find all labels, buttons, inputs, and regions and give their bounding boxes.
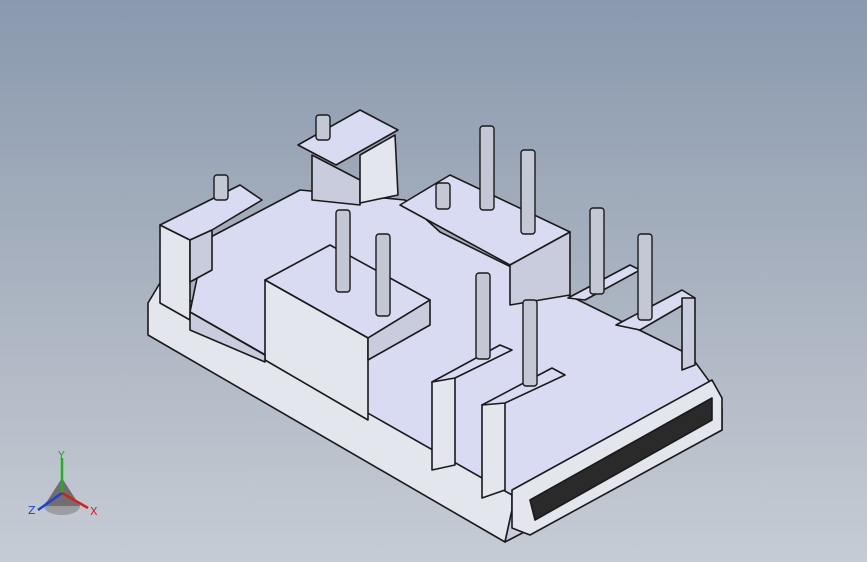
pin-3: [335, 209, 351, 293]
coordinate-triad: Y X Z: [22, 448, 108, 528]
pin-1: [213, 174, 229, 201]
x-axis-line: [61, 491, 89, 510]
pin-4: [375, 233, 391, 317]
pin-7: [520, 149, 536, 235]
left-wall-side: [189, 229, 213, 283]
pin-11: [522, 299, 538, 387]
slot-opening: [529, 397, 713, 521]
z-axis-label: Z: [28, 504, 36, 517]
x-axis-label: X: [90, 505, 98, 518]
triad-graphic: Y X Z: [28, 449, 98, 518]
pin-8: [589, 207, 605, 295]
pin-9: [637, 233, 653, 321]
step-block-side: [367, 299, 431, 361]
front-post-2: [481, 394, 506, 499]
pin-5: [435, 182, 451, 210]
pin-2: [315, 114, 331, 141]
step-block-front: [264, 279, 369, 421]
top-bracket-front: [311, 154, 361, 206]
right-post-2-side: [681, 297, 696, 371]
z-axis-line: [37, 491, 63, 512]
front-post-1: [431, 369, 456, 471]
pin-10: [475, 272, 491, 360]
y-axis-label: Y: [57, 449, 65, 462]
left-wall-front: [159, 224, 191, 321]
top-bracket-side: [359, 134, 399, 204]
pin-6: [479, 125, 495, 211]
top-bracket-top: [297, 109, 399, 166]
left-channel-floor: [189, 311, 266, 363]
pins-group: [213, 114, 653, 387]
back-block-side: [509, 231, 571, 306]
